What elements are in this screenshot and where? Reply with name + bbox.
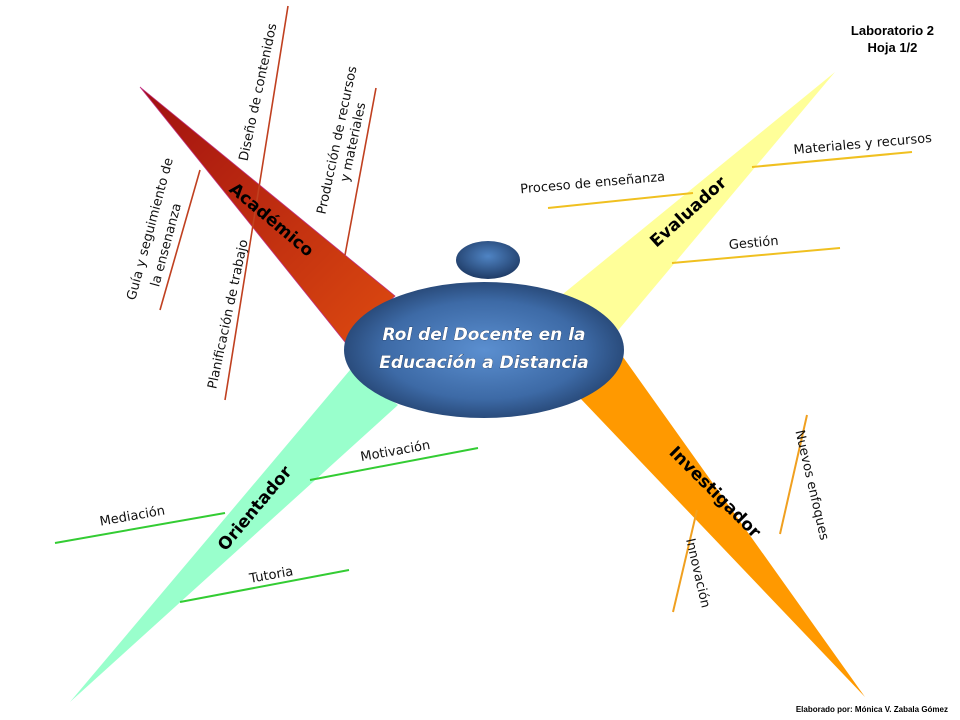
nuevos-line — [779, 414, 808, 535]
sheet-number: Hoja 1/2 — [867, 40, 918, 55]
innovacion-line — [672, 509, 698, 613]
center-title-line2: Educación a Distancia — [379, 353, 589, 373]
lab-header: Laboratorio 2 Hoja 1/2 — [851, 22, 934, 56]
proceso-label: Proceso de enseñanza — [520, 170, 666, 198]
gestion-line — [671, 247, 841, 264]
evaluador-branch-spike — [563, 72, 835, 340]
central-oval — [344, 282, 624, 418]
tutoria-label: Tutoria — [247, 564, 294, 587]
center-title-line1: Rol del Docente en la — [382, 325, 585, 345]
planificacion-label: Planificación de trabajo — [205, 238, 251, 390]
central-head-shape — [456, 241, 520, 279]
innovacion-label: Innovación — [682, 537, 713, 609]
diseno-line — [224, 5, 289, 401]
investigador-branch-spike — [580, 350, 865, 697]
materiales-line — [751, 151, 913, 168]
proceso-line — [547, 192, 694, 209]
orientador-branch-label: Orientador — [214, 462, 297, 555]
motivacion-label: Motivación — [359, 438, 431, 465]
gestion-label: Gestión — [728, 234, 779, 253]
orientador-branch-spike — [70, 370, 398, 702]
mediacion-line — [54, 512, 226, 544]
motivacion-line — [309, 447, 479, 481]
tutoria-line — [179, 569, 350, 603]
materiales-label: Materiales y recursos — [793, 131, 933, 158]
author-credit: Elaborado por: Mónica V. Zabala Gómez — [795, 705, 948, 714]
nuevos-enfoques-label: Nuevos enfoques — [791, 429, 831, 542]
lab-title: Laboratorio 2 — [850, 23, 934, 38]
produccion-line — [344, 87, 377, 256]
guia-line — [159, 169, 201, 311]
